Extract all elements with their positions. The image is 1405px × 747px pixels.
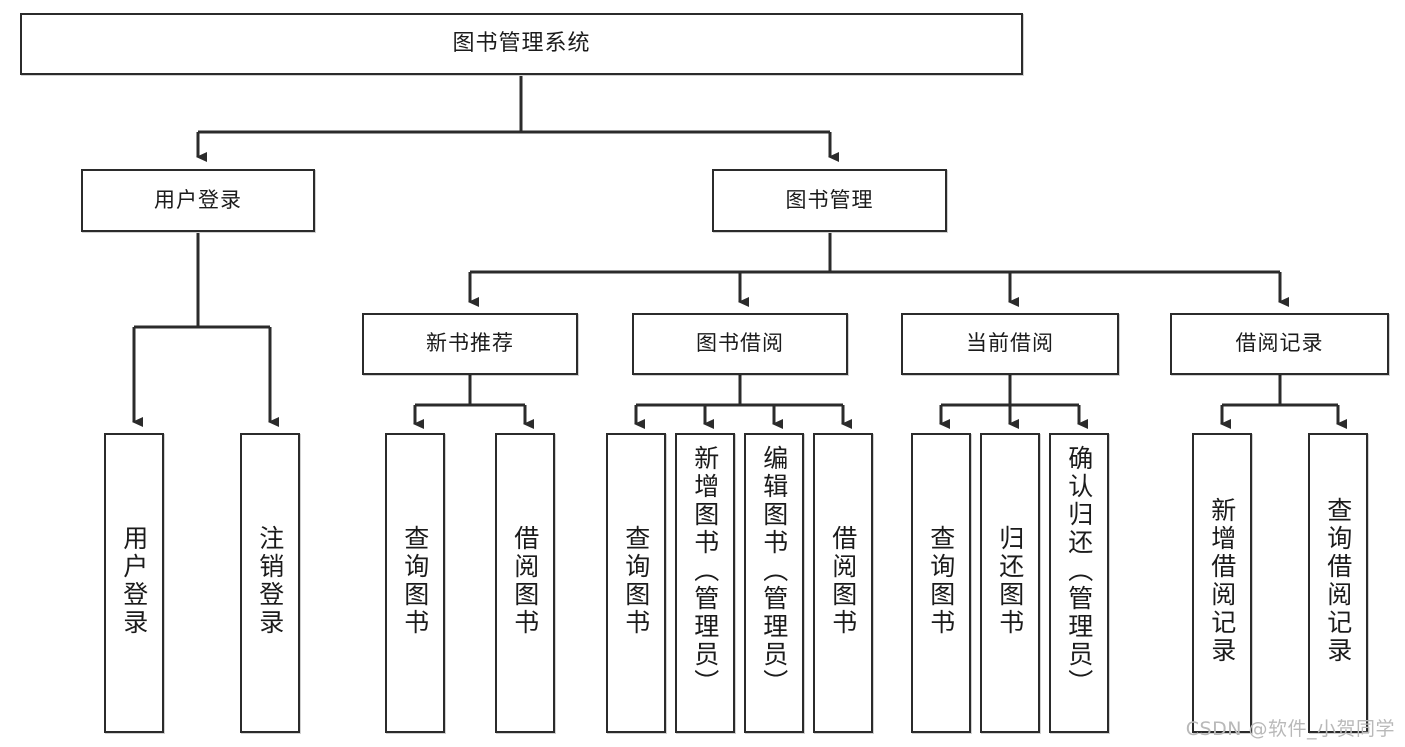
leaf-currentborrow-query-book[interactable]: 查询图书	[911, 433, 971, 733]
node-label: 借阅记录	[1235, 331, 1324, 356]
node-label: 用户登录	[119, 525, 149, 637]
leaf-newbook-query-book[interactable]: 查询图书	[385, 433, 445, 733]
leaf-bookborrow-borrow-book[interactable]: 借阅图书	[813, 433, 873, 733]
node-borrow-record[interactable]: 借阅记录	[1170, 313, 1389, 375]
node-label: 图书管理系统	[452, 30, 591, 56]
node-label: 注销登录	[255, 525, 285, 637]
node-label: 确认归还（管理员）	[1064, 445, 1094, 697]
node-label: 新增借阅记录	[1207, 497, 1237, 665]
node-label: 查询借阅记录	[1323, 497, 1353, 665]
leaf-user-login[interactable]: 用户登录	[104, 433, 164, 733]
leaf-borrowrecord-query-record[interactable]: 查询借阅记录	[1308, 433, 1368, 733]
node-label: 编辑图书（管理员）	[759, 445, 789, 697]
node-book-manage[interactable]: 图书管理	[712, 169, 947, 232]
node-label: 借阅图书	[510, 525, 540, 637]
leaf-newbook-borrow-book[interactable]: 借阅图书	[495, 433, 555, 733]
node-label: 用户登录	[154, 187, 242, 212]
node-book-borrow[interactable]: 图书借阅	[632, 313, 848, 375]
leaf-bookborrow-query-book[interactable]: 查询图书	[606, 433, 666, 733]
node-label: 新书推荐	[426, 331, 514, 356]
node-label: 新增图书（管理员）	[690, 445, 720, 697]
leaf-borrowrecord-add-record[interactable]: 新增借阅记录	[1192, 433, 1252, 733]
node-label: 图书借阅	[696, 331, 784, 356]
leaf-bookborrow-edit-book-admin[interactable]: 编辑图书（管理员）	[744, 433, 804, 733]
node-label: 归还图书	[995, 525, 1025, 637]
node-label: 当前借阅	[966, 331, 1054, 356]
node-current-borrow[interactable]: 当前借阅	[901, 313, 1119, 375]
node-label: 借阅图书	[828, 525, 858, 637]
node-user-login[interactable]: 用户登录	[81, 169, 315, 232]
leaf-bookborrow-add-book-admin[interactable]: 新增图书（管理员）	[675, 433, 735, 733]
leaf-currentborrow-return-book[interactable]: 归还图书	[980, 433, 1040, 733]
node-new-book-recommend[interactable]: 新书推荐	[362, 313, 578, 375]
node-root-system[interactable]: 图书管理系统	[20, 13, 1023, 75]
node-label: 图书管理	[785, 187, 874, 212]
node-label: 查询图书	[621, 525, 651, 637]
leaf-logout[interactable]: 注销登录	[240, 433, 300, 733]
node-label: 查询图书	[400, 525, 430, 637]
leaf-currentborrow-confirm-return-admin[interactable]: 确认归还（管理员）	[1049, 433, 1109, 733]
node-label: 查询图书	[926, 525, 956, 637]
